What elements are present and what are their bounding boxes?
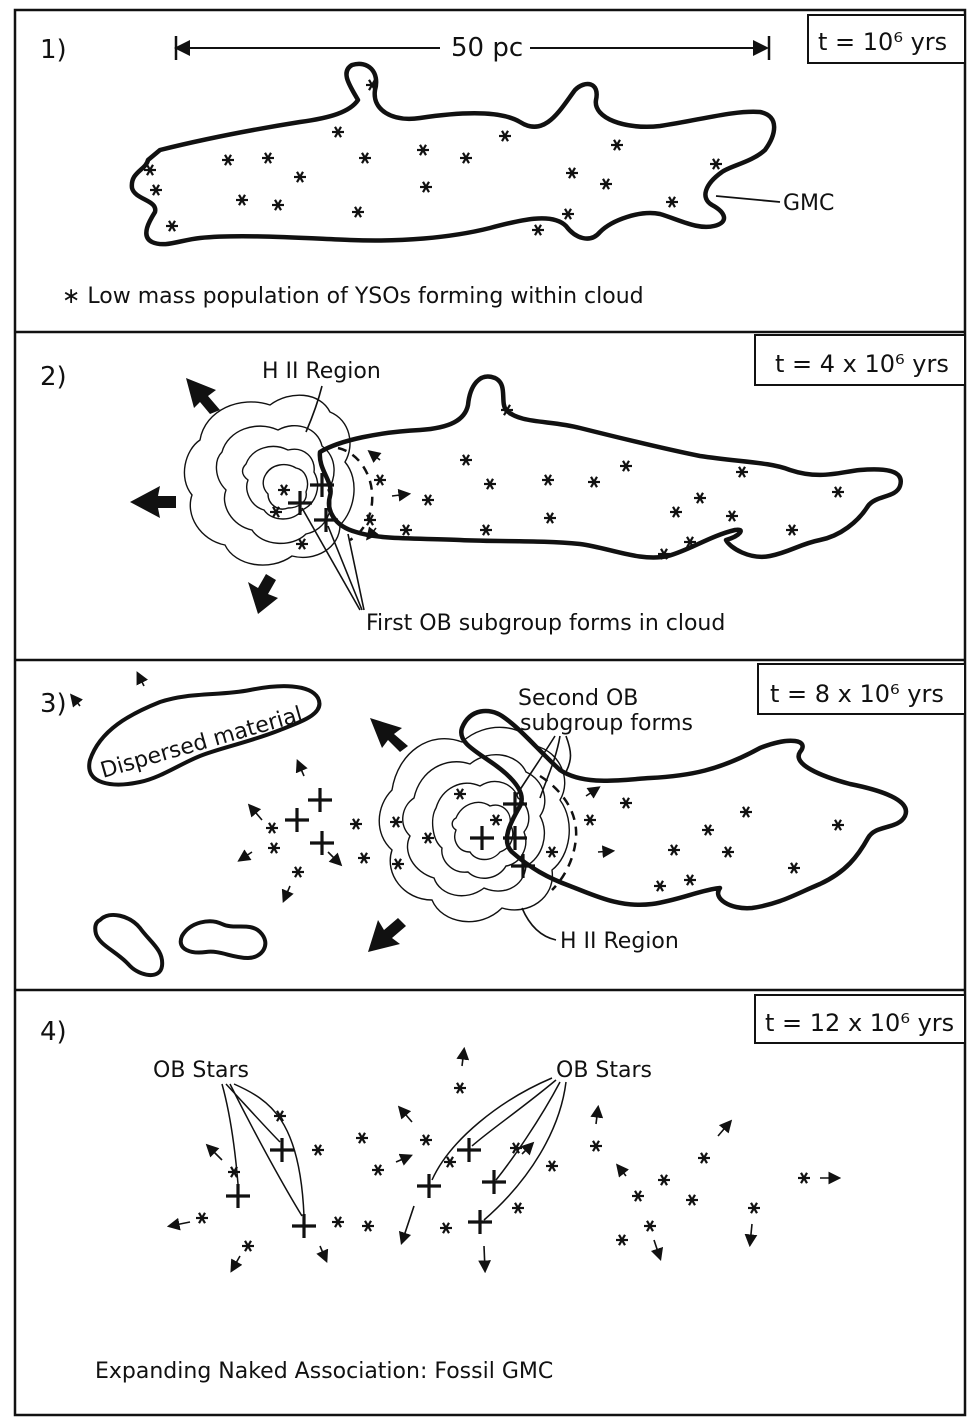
- dispersed-arrow-2: [138, 674, 144, 686]
- ob-stars-label-left: OB Stars: [153, 1058, 249, 1083]
- gmc-pointer-line: [716, 196, 780, 202]
- yso-stars-panel-2: [270, 405, 844, 559]
- gmc-label: GMC: [783, 191, 834, 216]
- gmc-cloud-1: [132, 64, 774, 244]
- scale-bar-label: 50 pc: [451, 33, 523, 63]
- fragment-cloud-1: [95, 915, 162, 975]
- panel-3: 3) t = 8 x 10⁶ yrs Dispersed material: [40, 664, 965, 975]
- panel-3-time-label: t = 8 x 10⁶ yrs: [770, 680, 944, 708]
- hii-pointer-3: [522, 908, 556, 940]
- panel-1-caption: ∗ Low mass population of YSOs forming wi…: [62, 284, 644, 309]
- second-subgroup-label-2: subgroup forms: [520, 711, 693, 736]
- panel-2-time-label: t = 4 x 10⁶ yrs: [775, 350, 949, 378]
- second-subgroup-label-1: Second OB: [518, 686, 638, 711]
- panel-2: 2) t = 4 x 10⁶ yrs: [40, 335, 965, 636]
- ob-subgroup-1-panel-3: [285, 788, 334, 855]
- panel-4-caption: Expanding Naked Association: Fossil GMC: [95, 1359, 553, 1384]
- fragment-cloud-2: [181, 921, 266, 958]
- small-arrows-2: [368, 452, 408, 538]
- panel-4: 4) t = 12 x 10⁶ yrs OB Stars OB Stars: [40, 995, 965, 1384]
- panel-1-time-label: t = 10⁶ yrs: [818, 28, 947, 56]
- panel-2-number: 2): [40, 362, 67, 392]
- panel-4-time-label: t = 12 x 10⁶ yrs: [765, 1009, 954, 1037]
- panel-1: 1) t = 10⁶ yrs 50 pc GMC ∗ Low mass popu…: [40, 15, 965, 309]
- hii-region-label-2: H II Region: [262, 359, 381, 384]
- hii-region-3: [379, 727, 569, 921]
- ob-pointers-right: [432, 1078, 566, 1220]
- ob-pointer-lines-2: [302, 508, 364, 610]
- panel-1-number: 1): [40, 35, 67, 65]
- hii-pointer-2: [306, 386, 322, 432]
- yso-stars-panel-4: [196, 1083, 810, 1251]
- yso-stars-panel-1: [144, 80, 722, 235]
- ob-stars-right-group: [417, 1138, 506, 1234]
- panel-4-number: 4): [40, 1017, 67, 1047]
- hii-region-label-3: H II Region: [560, 929, 679, 954]
- yso-stars-panel-3: [266, 789, 844, 891]
- panel-2-caption: First OB subgroup forms in cloud: [366, 611, 725, 636]
- panel-3-number: 3): [40, 689, 67, 719]
- expansion-arrows-3: [368, 718, 408, 952]
- ob-stars-label-right: OB Stars: [556, 1058, 652, 1083]
- expansion-arrows-2: [130, 378, 278, 614]
- second-subgroup-pointers: [516, 736, 571, 798]
- dispersed-material-label: Dispersed material: [98, 702, 306, 784]
- dispersed-arrow-1: [72, 696, 80, 706]
